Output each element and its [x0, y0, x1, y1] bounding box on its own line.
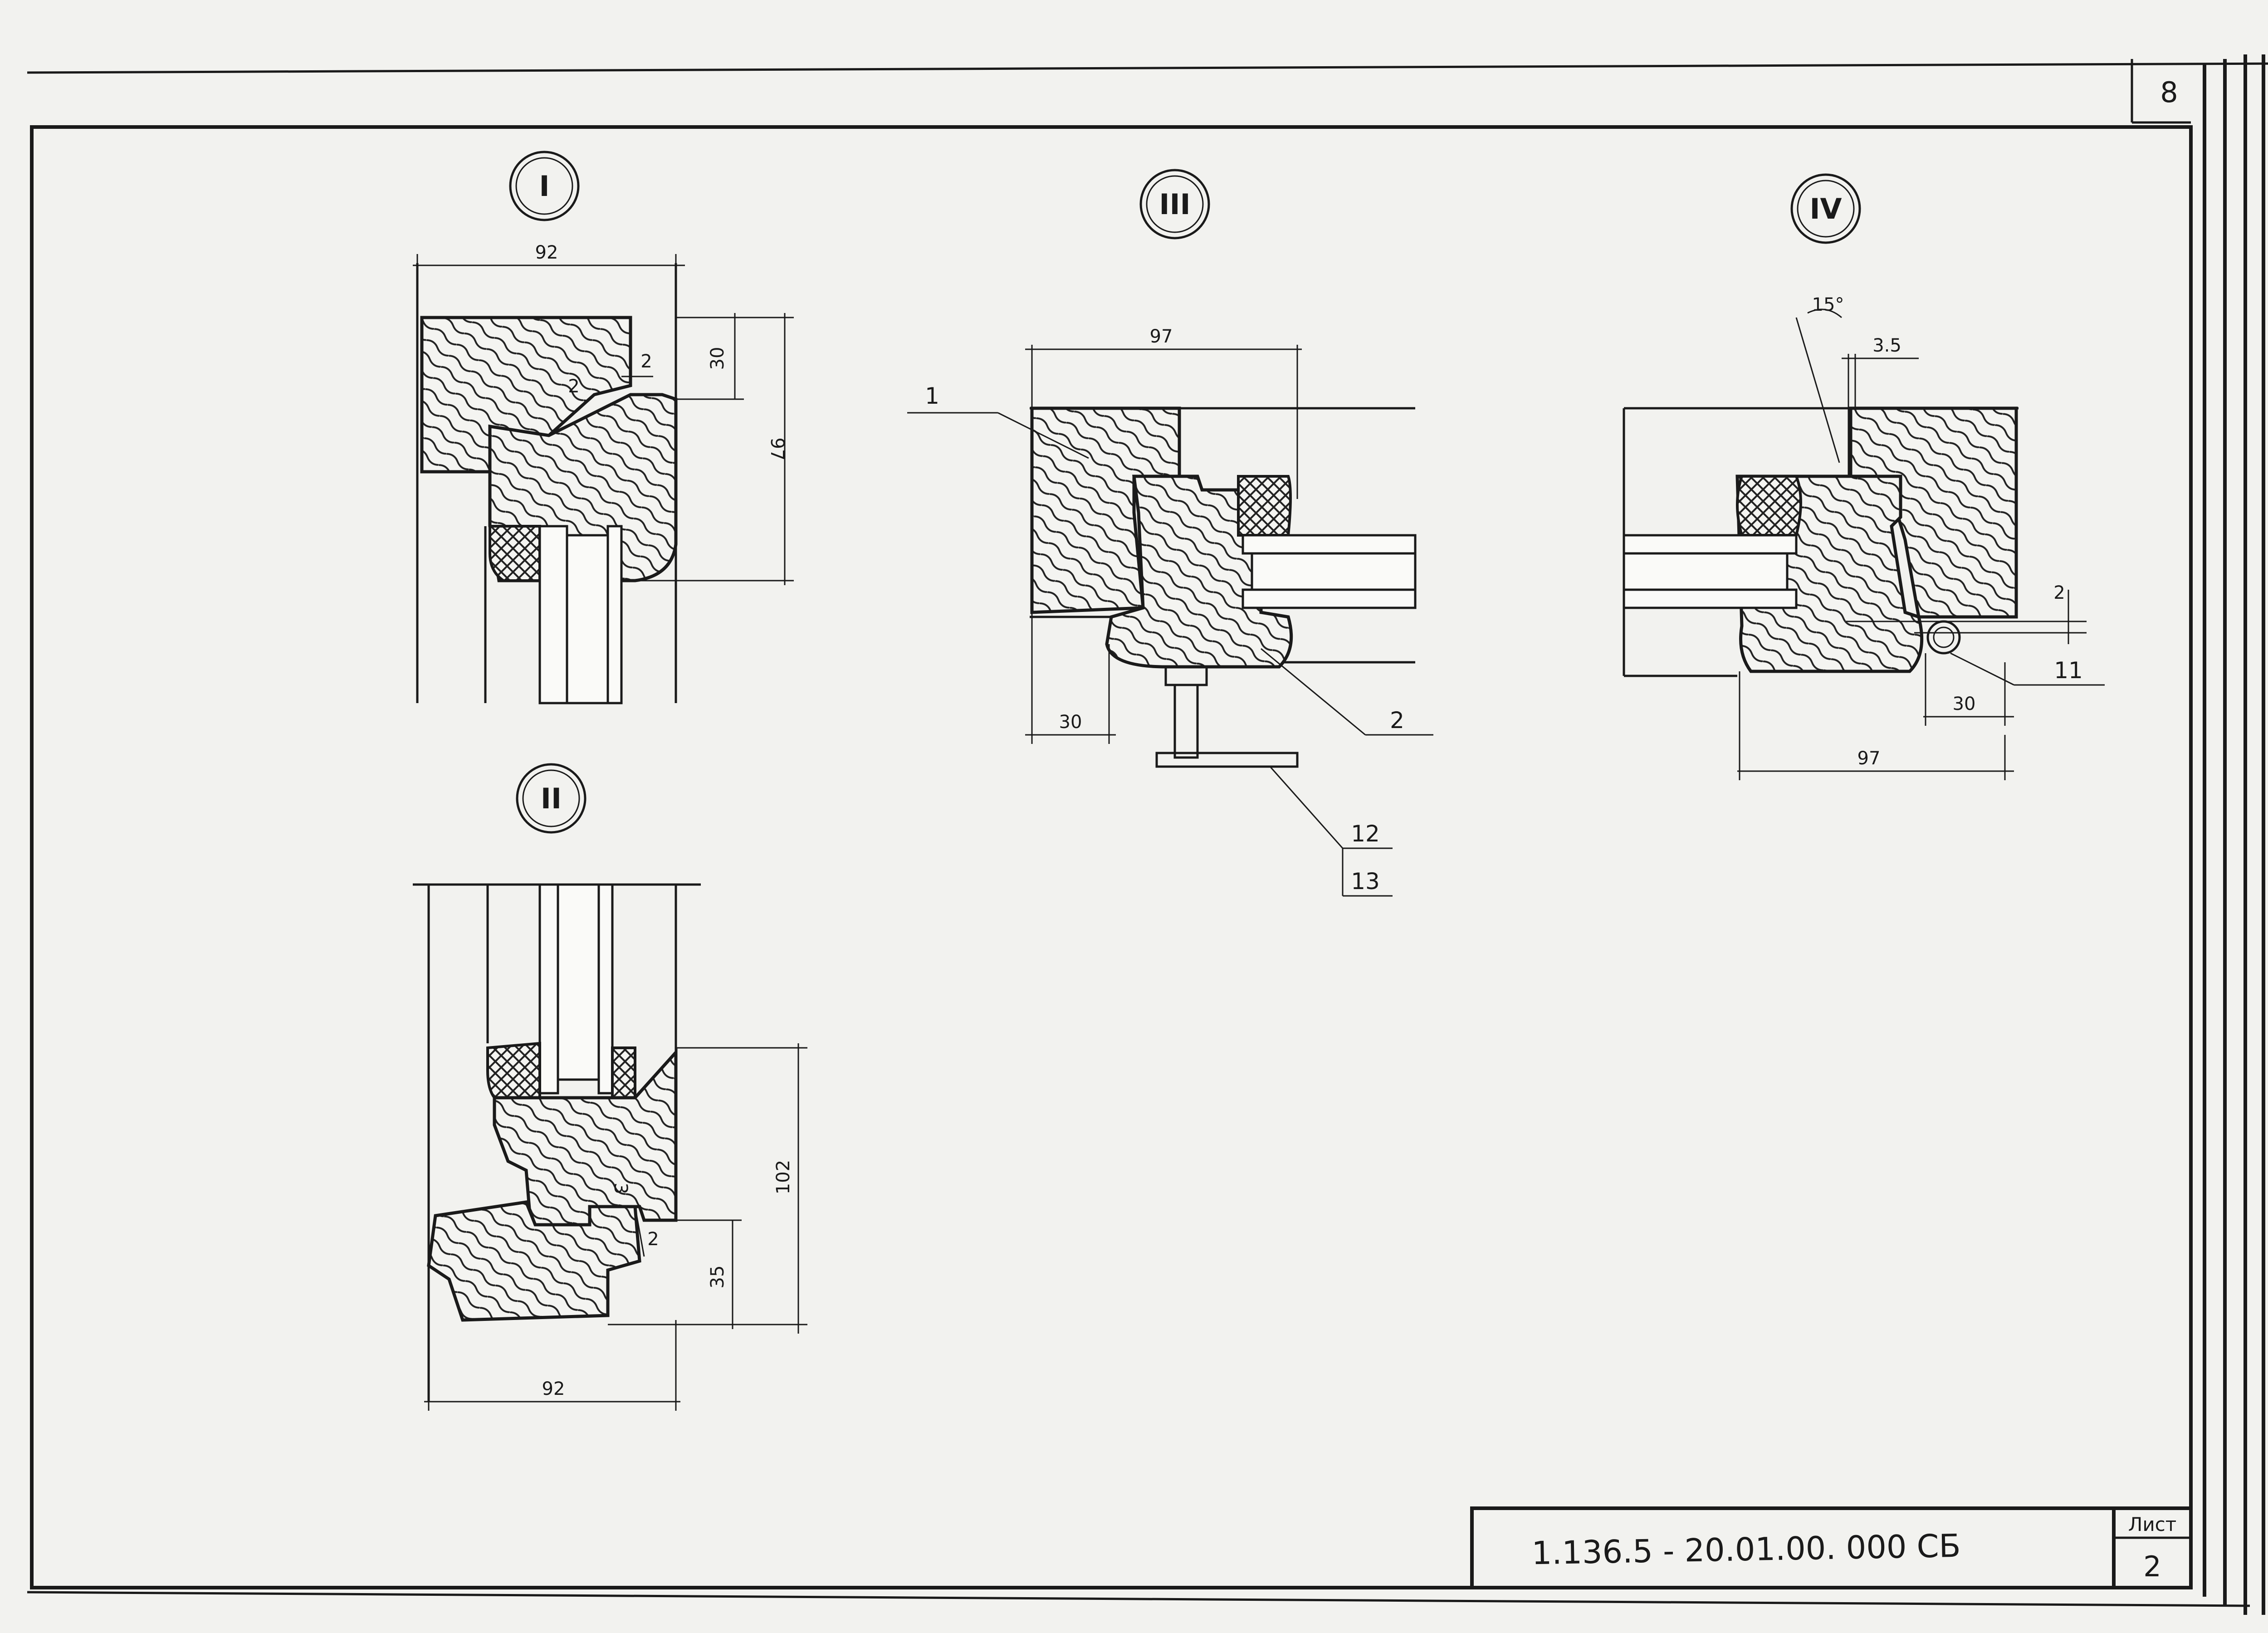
detail-I-height: 97 — [767, 438, 787, 461]
detail-IV-offset: 30 — [1953, 694, 1976, 714]
detail-II-lower: 35 — [707, 1266, 728, 1289]
detail-III-label: III — [1159, 188, 1190, 221]
title-block — [1470, 1506, 2193, 1589]
detail-I-label: I — [539, 170, 549, 203]
detail-IV-width: 97 — [1857, 748, 1881, 769]
detail-IV-gap: 2 — [2053, 582, 2065, 603]
detail-II-gap-b: 2 — [647, 1229, 659, 1250]
page-number: 8 — [2160, 76, 2178, 109]
sheet-frame — [27, 54, 2268, 1615]
detail-II-width: 92 — [542, 1379, 565, 1399]
detail-IV-rebate: 3.5 — [1872, 335, 1901, 356]
detail-III-width: 97 — [1150, 326, 1173, 347]
sheet-number: 2 — [2143, 1550, 2161, 1583]
detail-I-rebate-b: 2 — [640, 351, 652, 372]
detail-III-callout-13: 13 — [1351, 868, 1380, 895]
detail-II: II 92 102 35 3 2 — [413, 763, 807, 1411]
detail-III-callout-1: 1 — [925, 383, 939, 409]
detail-III-callout-12: 12 — [1351, 821, 1380, 847]
detail-I-top-depth: 30 — [707, 347, 728, 370]
detail-IV-label: IV — [1809, 192, 1842, 225]
detail-II-height: 102 — [773, 1160, 794, 1194]
sheet-label: Лист — [2128, 1513, 2176, 1535]
detail-I: I 92 97 30 2 2 — [413, 151, 794, 704]
detail-III-offset: 30 — [1059, 712, 1082, 733]
detail-IV-angle: 15° — [1812, 294, 1844, 315]
detail-IV: IV 15° 3.5 2 30 97 — [1623, 173, 2105, 780]
detail-III-callout-2: 2 — [1390, 707, 1404, 733]
document-code: 1.136.5 - 20.01.00. 000 СБ — [1531, 1527, 1961, 1572]
detail-II-label: II — [541, 782, 562, 815]
detail-II-gap-a: 3 — [610, 1183, 631, 1194]
detail-I-width: 92 — [535, 242, 558, 263]
detail-III: III 97 30 1 2 — [907, 169, 1433, 897]
detail-IV-callout-11: 11 — [2054, 657, 2083, 684]
detail-I-rebate-a: 2 — [568, 376, 579, 397]
